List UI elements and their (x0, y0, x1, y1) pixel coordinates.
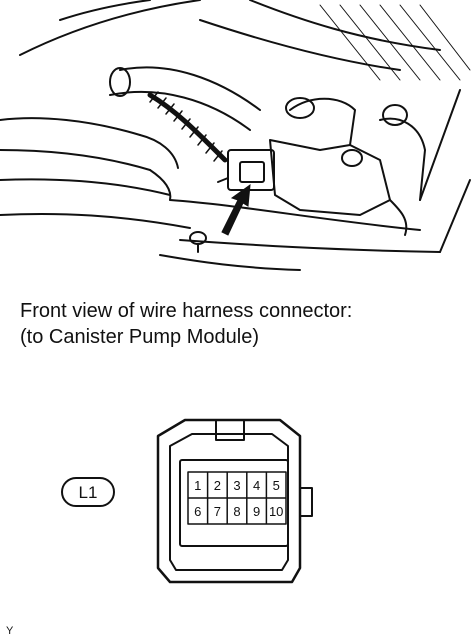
pin-1: 1 (194, 478, 201, 493)
connector-side-latch (299, 487, 313, 517)
connector-outer-housing (156, 418, 302, 584)
connector-label-bubble: L1 (61, 477, 115, 507)
pin-10: 10 (269, 504, 283, 519)
pin-4: 4 (253, 478, 260, 493)
figure-caption: Front view of wire harness connector: (t… (20, 298, 352, 350)
pin-6: 6 (194, 504, 201, 519)
location-arrow-icon (221, 183, 251, 236)
pin-5: 5 (273, 478, 280, 493)
harness-location-illustration (0, 0, 471, 271)
pin-cavity-frame (179, 459, 289, 547)
figure-code-mark: Y (6, 625, 14, 637)
caption-line-2: (to Canister Pump Module) (20, 326, 259, 348)
pin-7: 7 (214, 504, 221, 519)
pin-3: 3 (233, 478, 240, 493)
pin-9: 9 (253, 504, 260, 519)
pin-8: 8 (233, 504, 240, 519)
caption-line-1: Front view of wire harness connector: (20, 300, 353, 322)
connector-inner-housing (169, 433, 289, 571)
pin-2: 2 (214, 478, 221, 493)
connector-front-view: L1 1 2 3 4 5 6 7 8 9 10 (61, 418, 313, 584)
pin-grid (187, 471, 287, 525)
connector-label: L1 (79, 483, 98, 502)
connector-lock-tab (215, 420, 245, 441)
